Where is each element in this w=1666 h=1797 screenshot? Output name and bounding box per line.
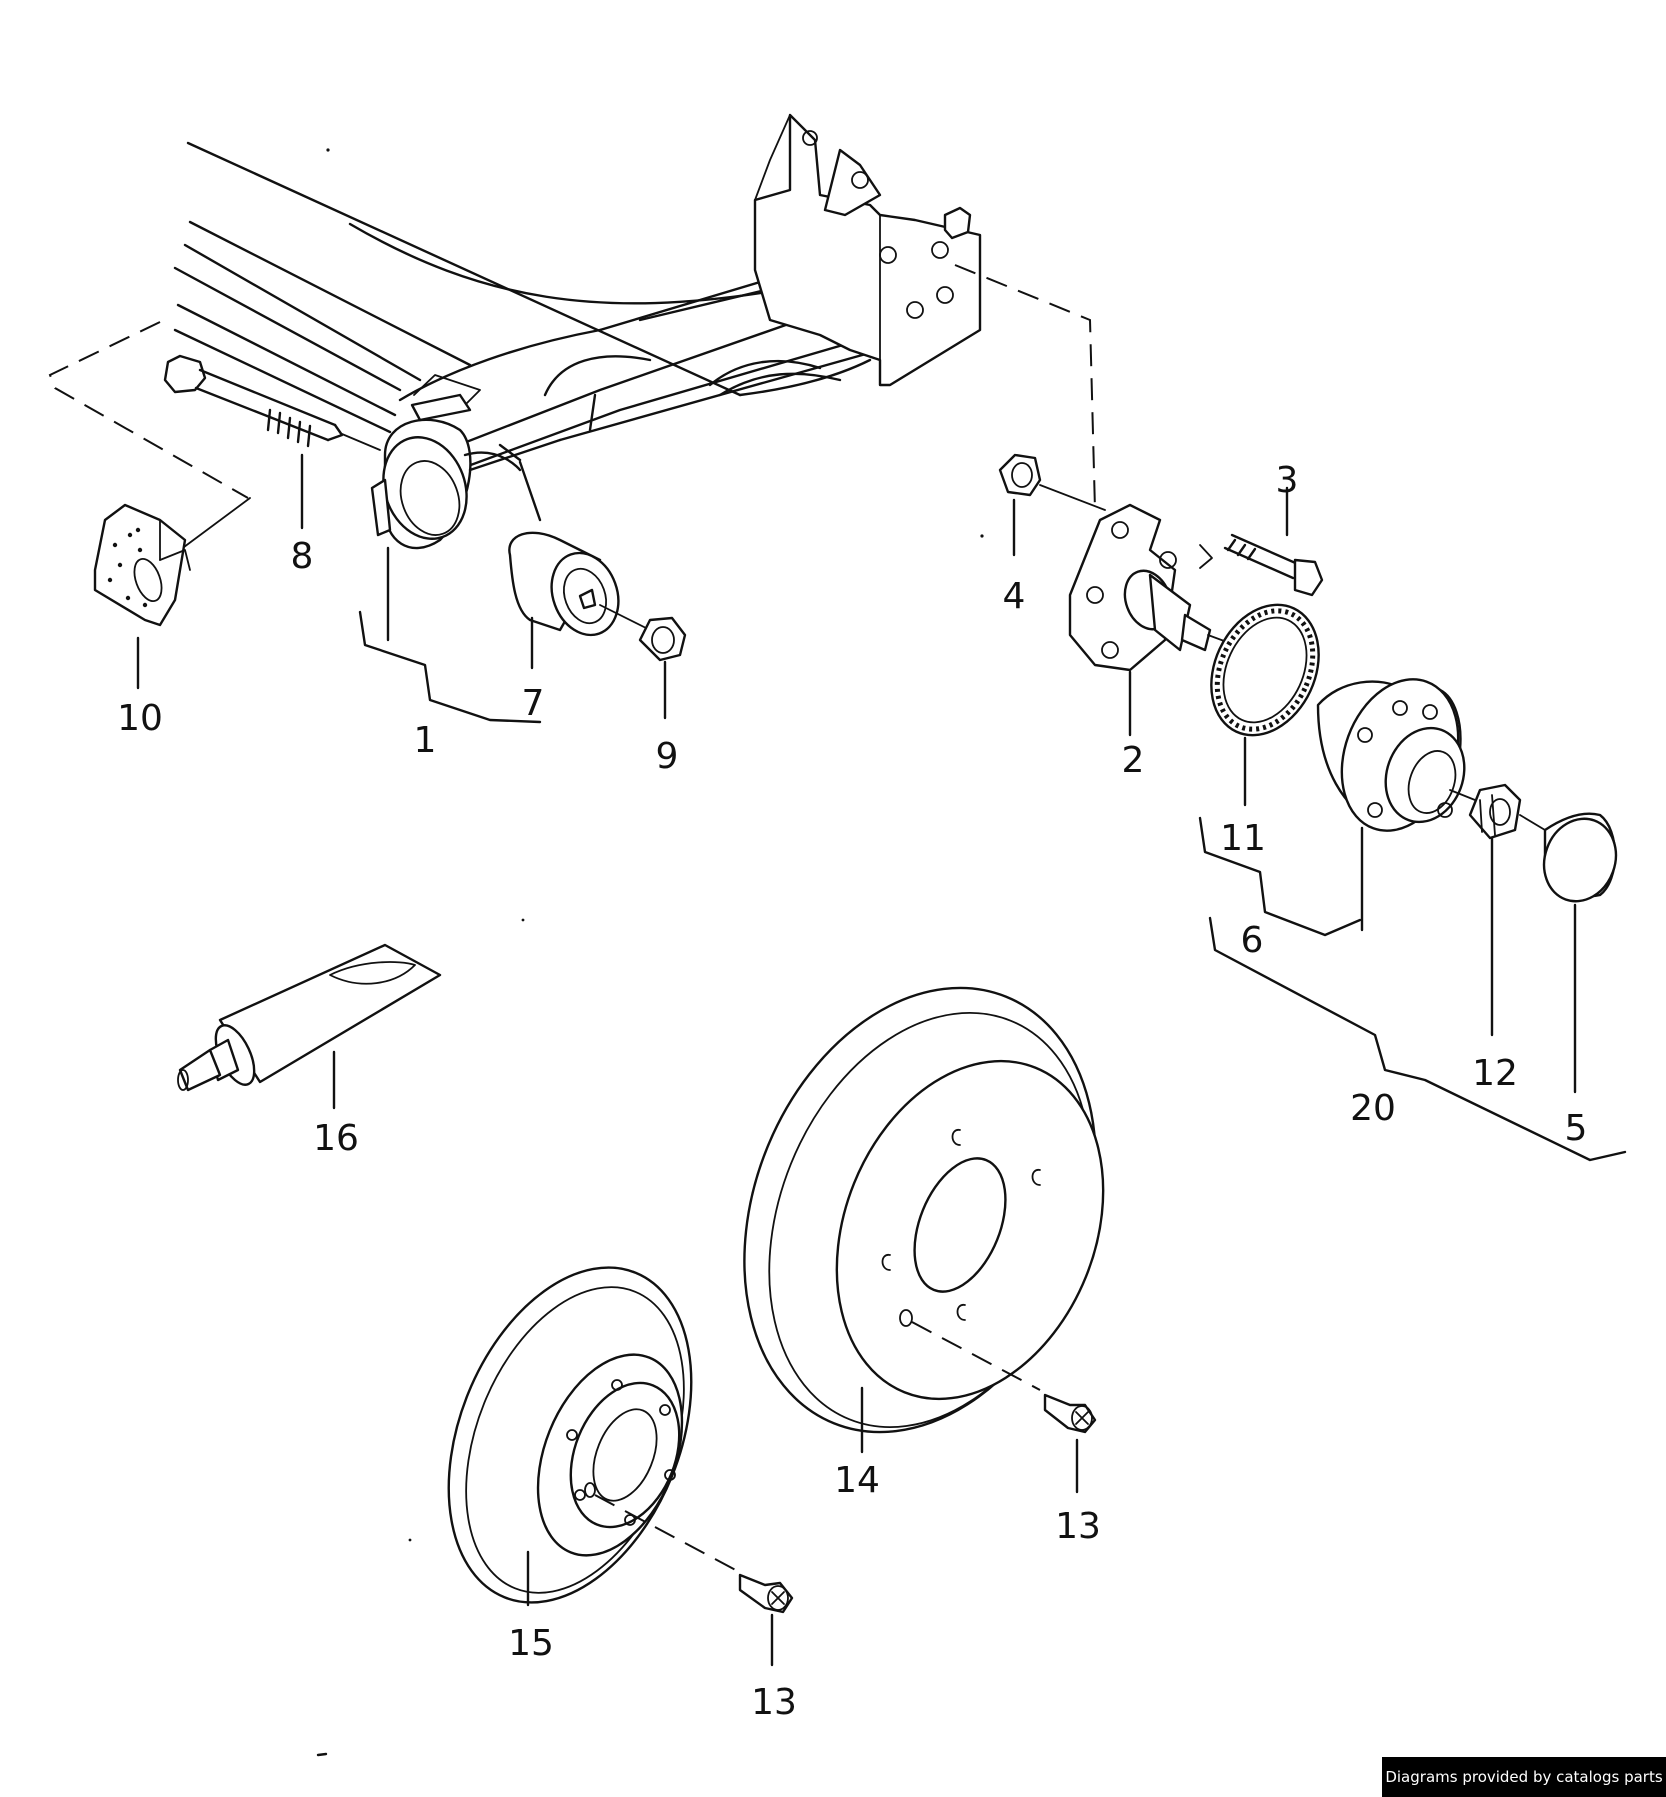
callout-13-drum: 13 [1055, 1506, 1101, 1547]
callout-12: 12 [1472, 1053, 1518, 1094]
rear-axle-beam [173, 113, 982, 550]
bolt [1199, 533, 1324, 597]
hex-nut [638, 616, 687, 662]
callout-labels: 1 2 3 4 5 6 7 8 9 10 11 12 13 13 14 15 1… [117, 460, 1587, 1723]
callout-10: 10 [117, 698, 163, 739]
grease-tube [177, 943, 442, 1092]
callout-1: 1 [414, 720, 437, 761]
assembly-dash-guides [48, 264, 1096, 551]
callout-8: 8 [291, 536, 314, 577]
callout-14: 14 [834, 1460, 880, 1501]
callout-4: 4 [1003, 576, 1026, 617]
long-bolt [163, 354, 381, 451]
stub-axle [1068, 503, 1236, 672]
mounting-bracket [93, 503, 191, 627]
callout-20: 20 [1350, 1088, 1396, 1129]
disc-screw [738, 1573, 794, 1614]
drum-screw [1043, 1393, 1097, 1434]
brake-drum [743, 986, 1105, 1434]
callout-5: 5 [1565, 1108, 1588, 1149]
callout-11: 11 [1220, 818, 1266, 859]
castle-nut [1468, 783, 1546, 840]
credit-banner: Diagrams provided by catalogs parts [1382, 1757, 1666, 1797]
abs-sensor-ring [1210, 603, 1320, 737]
callout-3: 3 [1276, 460, 1299, 501]
rubber-bushing [508, 531, 651, 637]
callout-6: 6 [1241, 920, 1264, 961]
brake-disc [447, 1266, 746, 1604]
leader-lines [136, 453, 1627, 1667]
callout-9: 9 [656, 736, 679, 777]
scan-specks [316, 148, 984, 1757]
grease-cap [1542, 812, 1618, 903]
callout-2: 2 [1122, 740, 1145, 781]
wheel-hub [1316, 678, 1476, 832]
callout-15: 15 [508, 1623, 554, 1664]
callout-13-disc: 13 [751, 1682, 797, 1723]
cap-nut [998, 453, 1106, 511]
callout-16: 16 [313, 1118, 359, 1159]
callout-7: 7 [522, 683, 545, 724]
